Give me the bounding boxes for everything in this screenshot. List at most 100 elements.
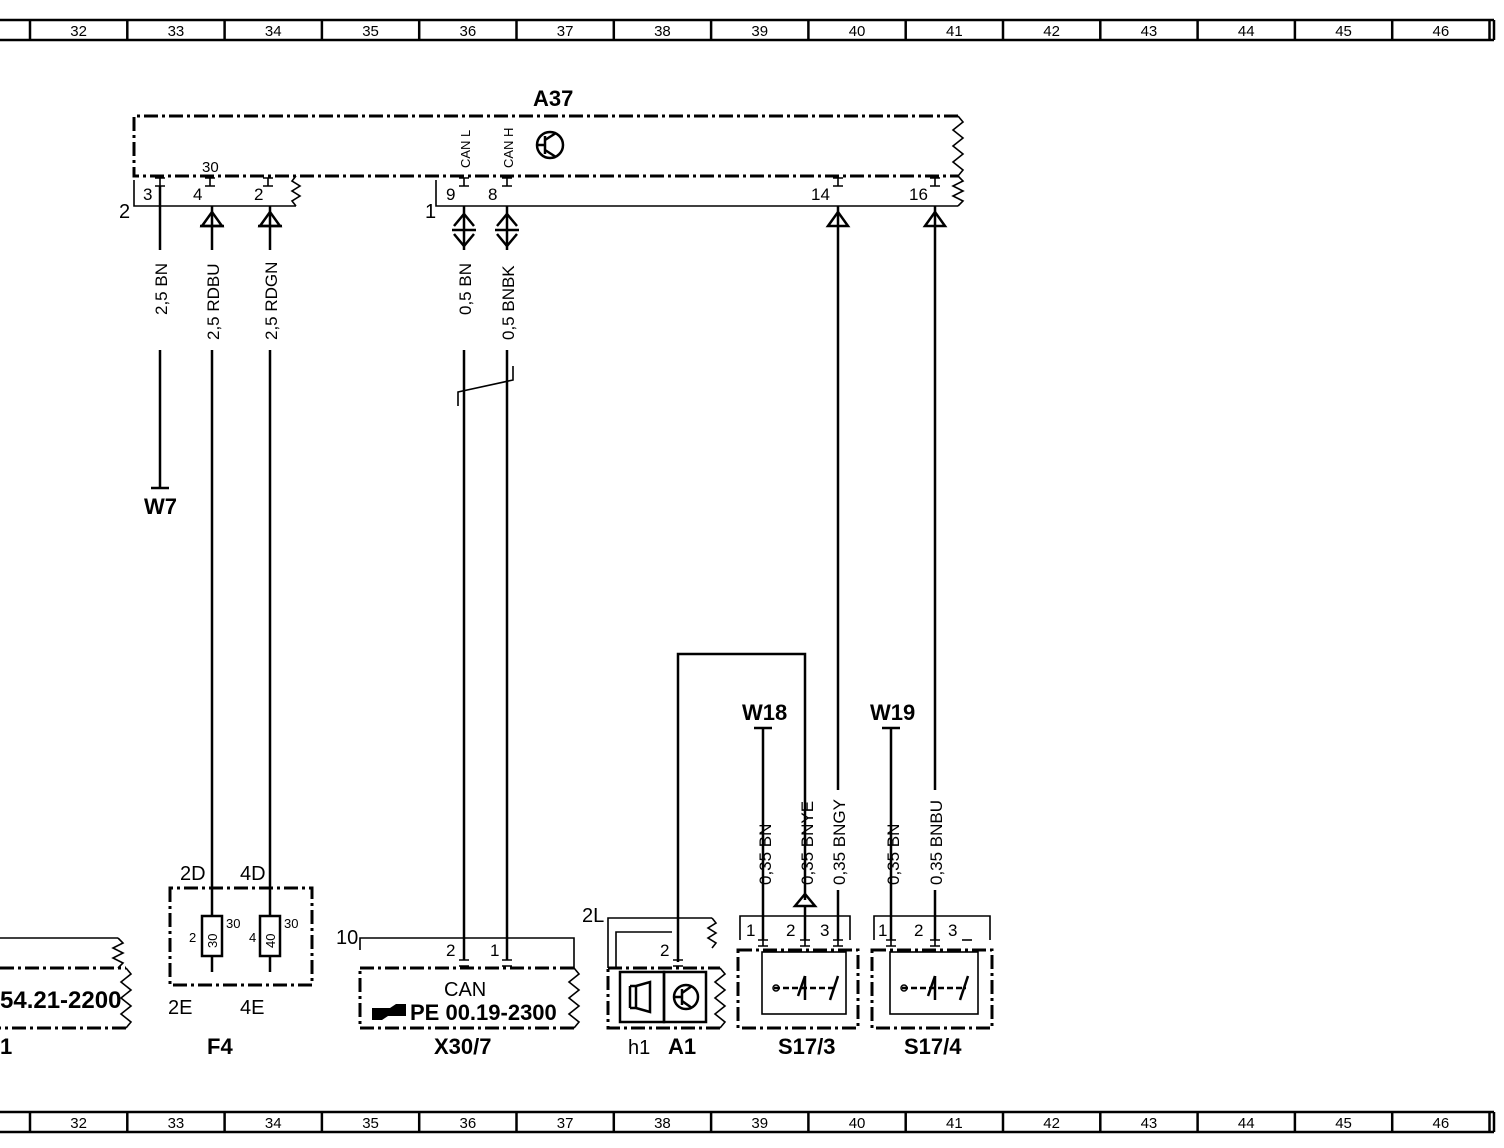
x30-can-label: CAN [444,979,486,1001]
grid-column-label: 44 [1238,1115,1255,1132]
control-unit-icon [535,130,565,160]
grid-column-label: 39 [751,23,768,40]
pin-9-label: 9 [446,185,455,204]
wire-label-w8: 0,35 BNGY [830,799,849,885]
s17-4-pin-2: 2 [914,921,923,940]
grid-column-label: 46 [1433,1115,1450,1132]
instrument-cluster-a1: 2L 2 h1 A1 [582,652,807,1059]
f4-pin-30b: 30 [284,916,298,931]
control-unit-a1-icon [672,983,700,1011]
grid-column-label: 36 [460,1115,477,1132]
grid-column-label: 41 [946,1115,963,1132]
grid-column-label: 37 [557,1115,574,1132]
grid-column-label: 33 [168,23,185,40]
s17-3-pin-3: 3 [820,921,829,940]
a1-pin-2l: 2L [582,905,604,927]
h1-label: h1 [628,1037,650,1059]
fuse-2-value: 40 [263,934,278,948]
wire-a37-w7: W7 [144,186,177,519]
f4-pin-2: 2 [189,930,196,945]
hand-pointer-icon [372,1004,406,1020]
pin-2-label: 2 [254,185,263,204]
module-a37: A37 CAN L CAN H 2 3 4 30 2 1 9 8 14 16 [119,86,965,223]
wire-label-w4: 0,5 BN [456,263,475,315]
f4-4d: 4D [240,863,266,885]
a1-pin-2: 2 [660,941,669,960]
grid-column-label: 34 [265,23,282,40]
grid-column-label: 43 [1141,1115,1158,1132]
wire-label-w5: 0,5 BNBK [499,265,518,340]
grid-column-label: 40 [849,1115,866,1132]
grid-column-label: 41 [946,23,963,40]
grid-column-label: 33 [168,1115,185,1132]
grid-column-label: 39 [751,1115,768,1132]
connector-1-label: 1 [425,201,436,223]
grid-column-label: 44 [1238,23,1255,40]
fuse-1-value: 30 [205,934,220,948]
ref-left-text: 54.21-2200 [0,987,121,1014]
f4-4e: 4E [240,997,264,1019]
s17-4-pin-1: 1 [878,921,887,940]
fuse-box-f4: 2D 4D 2E 4E F4 30 40 2 30 4 30 [168,863,314,1059]
can-h-label: CAN H [501,128,516,168]
pin-30-label: 30 [202,159,219,176]
wire-label-w9: 0,35 BN [884,824,903,885]
grid-column-label: 43 [1141,23,1158,40]
wire-label-w7: 0,35 BNYE [798,801,817,885]
grid-column-label: 45 [1335,1115,1352,1132]
f4-pin-4: 4 [249,930,256,945]
ref-left-label: 1 [0,1034,12,1059]
w19-label: W19 [870,700,915,725]
grid-column-label: 35 [362,1115,379,1132]
grid-column-label: 45 [1335,23,1352,40]
x30-ref[interactable]: PE 00.19-2300 [410,1000,557,1025]
s17-4-label: S17/4 [904,1034,962,1059]
wire-label-w2: 2,5 RDBU [204,263,223,340]
ground-w18: W18 [742,700,787,940]
pin-16-label: 16 [909,185,928,204]
w7-ground-label: W7 [144,494,177,519]
f4-2e: 2E [168,997,192,1019]
s17-3-pin-2: 2 [786,921,795,940]
wire-label-w1: 2,5 BN [152,263,171,315]
connector-2-label: 2 [119,201,130,223]
s17-3-pin-1: 1 [746,921,755,940]
f4-2d: 2D [180,863,206,885]
grid-column-label: 42 [1043,23,1060,40]
ref-box-left: 54.21-2200 1 [0,937,133,1059]
x30-label: X30/7 [434,1034,492,1059]
x30-pin-2: 2 [446,941,455,960]
switch-contact-icon [772,975,840,1001]
grid-column-label: 37 [557,23,574,40]
switch-s17-4: 1 2 3 S17/4 [870,915,994,1059]
x30-pin-10: 10 [336,927,358,949]
wire-label-w10: 0,35 BNBU [927,800,946,885]
connector-x30-7: 10 2 1 CAN PE 00.19-2300 X30/7 [336,927,581,1059]
wire-label-w3: 2,5 RDGN [262,262,281,340]
grid-column-label: 34 [265,1115,282,1132]
f4-pin-30a: 30 [226,916,240,931]
switch-contact-icon-2 [900,975,970,1001]
wire-labels: 2,5 BN 2,5 RDBU 2,5 RDGN 0,5 BN 0,5 BNBK… [150,250,946,890]
a1-label: A1 [668,1034,696,1059]
x30-pin-1: 1 [490,941,499,960]
pin-8-label: 8 [488,185,497,204]
pin-3-label: 3 [143,185,152,204]
ground-w19: W19 [870,700,915,940]
grid-column-label: 35 [362,23,379,40]
grid-column-label: 32 [70,23,87,40]
grid-column-label: 36 [460,23,477,40]
buzzer-icon [628,980,652,1014]
pin-4-label: 4 [193,185,202,204]
grid-column-label: 40 [849,23,866,40]
f4-label: F4 [207,1034,233,1059]
wire-label-w6: 0,35 BN [756,824,775,885]
grid-column-label: 38 [654,1115,671,1132]
grid-column-label: 32 [70,1115,87,1132]
s17-3-label: S17/3 [778,1034,836,1059]
a37-label: A37 [533,86,573,111]
s17-4-pin-3: 3 [948,921,957,940]
